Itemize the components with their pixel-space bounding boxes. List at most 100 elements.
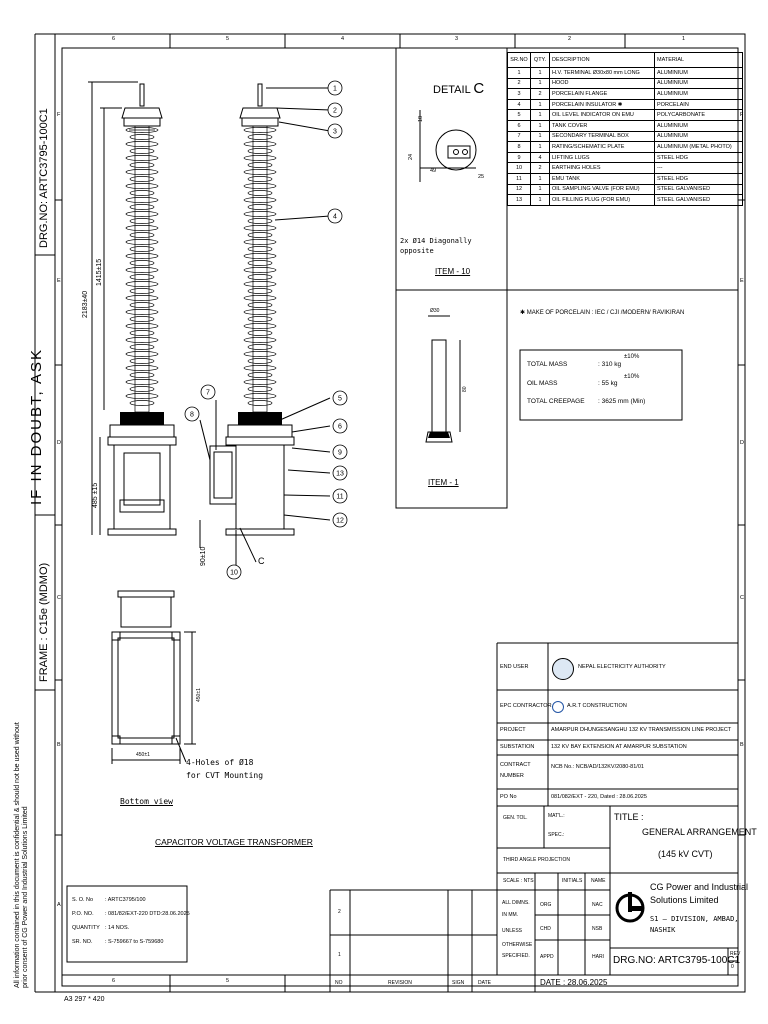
creepage-value: : 3625 mm (Min) <box>598 398 646 405</box>
part-description: RATING/SCHEMATIC PLATE <box>549 141 655 153</box>
part-srno: 2 <box>507 77 531 90</box>
balloon-6: 6 <box>332 418 348 434</box>
balloon-label: 2 <box>333 108 337 115</box>
nea-logo-icon <box>552 658 574 680</box>
part-qty: 1 <box>530 183 550 196</box>
balloon-label: 13 <box>336 471 344 478</box>
col-srno: SR.NO <box>507 52 531 68</box>
zone-col-5: 5 <box>226 36 230 42</box>
parts-table-header: SR.NO QTY. DESCRIPTION MATERIAL <box>507 52 743 68</box>
part-qty: 1 <box>530 67 550 79</box>
part-srno: 11 <box>507 172 531 185</box>
zone-row-e: E <box>57 278 61 284</box>
matl-label: MAT'L.: <box>548 813 565 819</box>
unless-3: SPECIFIED. <box>502 953 530 959</box>
company-line-2: Solutions Limited <box>650 895 719 905</box>
so-value: : ARTC3795/100 <box>105 897 146 903</box>
balloon-label: 8 <box>190 412 194 419</box>
balloon-label: 5 <box>338 396 342 403</box>
part-qty: 2 <box>530 162 550 174</box>
contract-label-1: CONTRACT <box>500 762 531 768</box>
company-line-4: NASHIK <box>650 926 676 934</box>
all-dims-1: ALL DIMNS. <box>502 900 530 906</box>
margin-drg-no: DRG.NO: ARTC3795-100C1 <box>38 108 50 248</box>
part-material: STEEL GALVANISED <box>654 183 743 196</box>
sr-label: SR. NO. <box>72 939 93 945</box>
po-label: P.O. NO. <box>72 911 94 917</box>
item1-label: ITEM - 1 <box>428 478 459 487</box>
part-description: EMU TANK <box>549 172 655 185</box>
balloon-5: 5 <box>332 390 348 406</box>
balloon-label: 12 <box>336 518 344 525</box>
balloon-label: 6 <box>338 424 342 431</box>
part-description: TANK COVER <box>549 119 655 132</box>
zone-row-e-right: E <box>740 278 744 284</box>
part-qty: 1 <box>530 77 550 90</box>
bottom-view-label: Bottom view <box>120 797 173 806</box>
part-description: SECONDARY TERMINAL BOX <box>549 130 655 143</box>
part-description: OIL SAMPLING VALVE (FOR EMU) <box>549 183 655 196</box>
part-material: ALUMINIUM <box>654 119 743 132</box>
art-logo-icon <box>552 701 564 713</box>
part-srno: 12 <box>507 183 531 196</box>
sr-value: : S-759667 to S-759680 <box>105 939 164 945</box>
balloon-label: 10 <box>230 570 238 577</box>
balloon-label: 1 <box>333 86 337 93</box>
insulator-front-view <box>243 125 277 413</box>
zone-row-b: B <box>57 742 61 748</box>
oil-mass-tol: ±10% <box>624 374 640 380</box>
detail-c-dim-49: 49 <box>430 168 437 174</box>
dim-small: 90±10 <box>200 546 207 566</box>
project-value: AMARPUR DHUNGESANGHU 132 KV TRANSMISSION… <box>551 727 732 733</box>
po-no-label: PO No <box>500 794 517 800</box>
part-qty: 1 <box>530 109 550 121</box>
date-value: DATE : 28.06.2025 <box>540 978 608 987</box>
all-dims-2: IN MM. <box>502 912 519 918</box>
zone-col-5-bottom: 5 <box>226 978 230 984</box>
total-mass-label: TOTAL MASS <box>527 361 568 368</box>
gen-tol-label: GEN. TOL. <box>503 815 528 821</box>
part-description: HOOD <box>549 77 655 90</box>
part-description: OIL FILLING PLUG (FOR EMU) <box>549 194 655 206</box>
part-material: ALUMINIUM <box>654 88 743 100</box>
part-srno: 3 <box>507 88 531 100</box>
margin-frame: FRAME : C15e (MDMO) <box>38 562 50 682</box>
part-material: ALUMINIUM <box>654 67 743 79</box>
zone-row-c-right: C <box>740 595 744 601</box>
detail-c-item-label: ITEM - 10 <box>435 267 471 276</box>
part-material: STEEL HDG <box>654 151 743 164</box>
balloon-label: 9 <box>338 450 342 457</box>
title-line-1: GENERAL ARRANGEMENT <box>642 827 757 837</box>
detail-c-dim-25: 25 <box>478 174 485 180</box>
part-qty: 1 <box>530 98 550 111</box>
zone-col-2: 2 <box>568 36 572 42</box>
org-name: NAC <box>592 902 603 908</box>
balloon-1: 1 <box>327 80 343 96</box>
contract-label-2: NUMBER <box>500 773 524 779</box>
unless-2: OTHERWISE <box>502 942 533 948</box>
name-label: NAME <box>591 878 606 884</box>
detail-c-ref: C <box>258 556 265 566</box>
balloon-2: 2 <box>327 102 343 118</box>
balloon-label: 4 <box>333 214 337 221</box>
part-material: STEEL GALVANISED <box>654 194 743 206</box>
item1-dim-top: Ø30 <box>430 308 440 314</box>
part-qty: 1 <box>530 130 550 143</box>
part-qty: 1 <box>530 119 550 132</box>
projection-label: THIRD ANGLE PROJECTION <box>503 857 570 863</box>
rev-value: 0 <box>731 964 734 970</box>
part-srno: 8 <box>507 141 531 153</box>
part-srno: 9 <box>507 151 531 164</box>
zone-row-d: D <box>57 440 61 446</box>
substation-label: SUBSTATION <box>500 744 535 750</box>
detail-c-dim-18: 18 <box>418 115 424 122</box>
part-qty: 1 <box>530 141 550 153</box>
part-srno: 4 <box>507 98 531 111</box>
